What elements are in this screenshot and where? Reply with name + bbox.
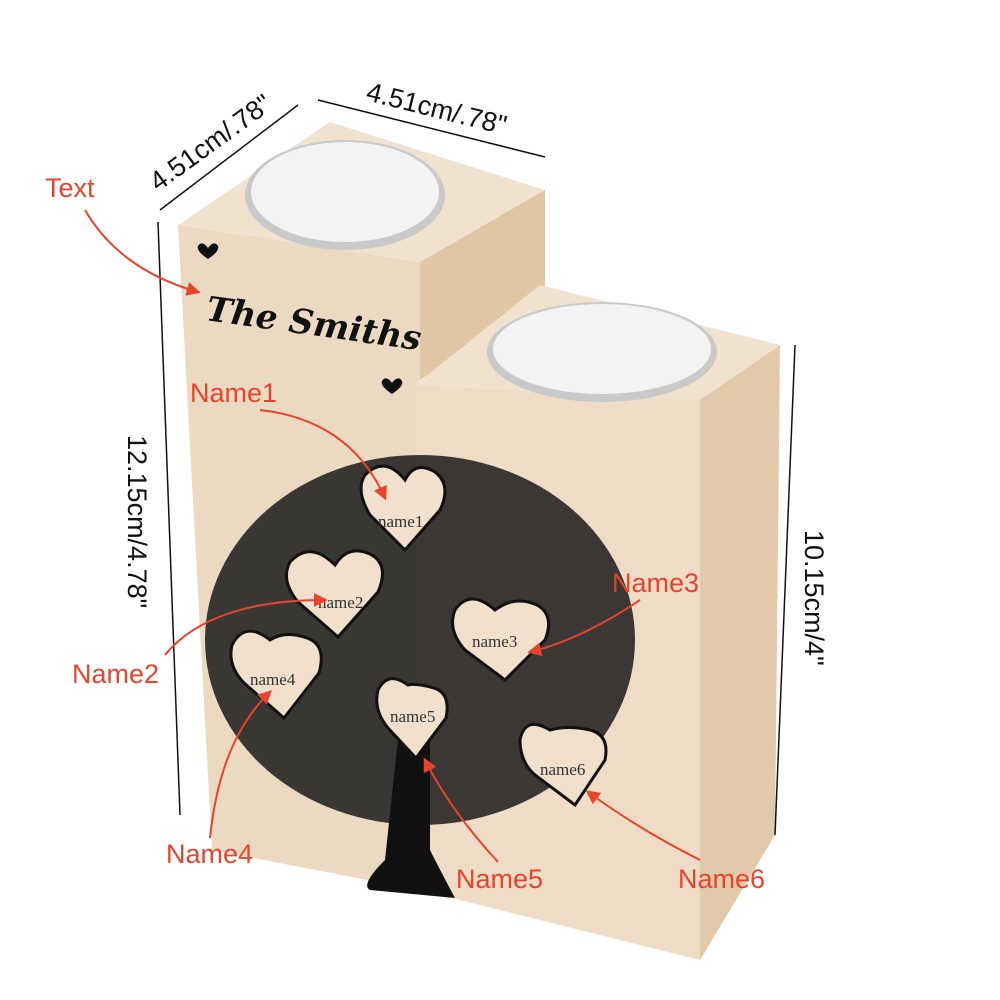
- heart-name-6: name6: [540, 760, 585, 779]
- heart-name-3: name3: [472, 632, 517, 651]
- heart-icon: [197, 243, 219, 259]
- tall-height-dimension: 12.15cm/4.78": [122, 435, 152, 608]
- tealight-right: [493, 304, 711, 394]
- callout-name6: Name6: [678, 864, 765, 894]
- short-height-dimension: 10.15cm/4": [799, 530, 829, 666]
- heart-name-4: name4: [250, 670, 296, 689]
- tealight-left: [251, 142, 439, 242]
- callout-name2: Name2: [72, 659, 159, 689]
- callout-name1: Name1: [190, 378, 277, 408]
- callout-name5: Name5: [456, 864, 543, 894]
- dimension-lines: [157, 99, 796, 836]
- width-dimension: 4.51cm/.78": [364, 77, 510, 141]
- short-block-side: [700, 345, 780, 960]
- heart-name-5: name5: [390, 707, 435, 726]
- callout-text: Text: [45, 173, 95, 203]
- heart-icon: [381, 378, 403, 394]
- tall-block-side: [420, 190, 545, 380]
- family-tree-engraving: name1 name2 name3 name4 name5 name6: [205, 455, 635, 898]
- heart-name-1: name1: [378, 512, 423, 531]
- callout-name3: Name3: [612, 568, 699, 598]
- callout-arrows: [84, 209, 701, 863]
- callout-name4: Name4: [166, 839, 253, 869]
- heart-name-2: name2: [318, 593, 363, 612]
